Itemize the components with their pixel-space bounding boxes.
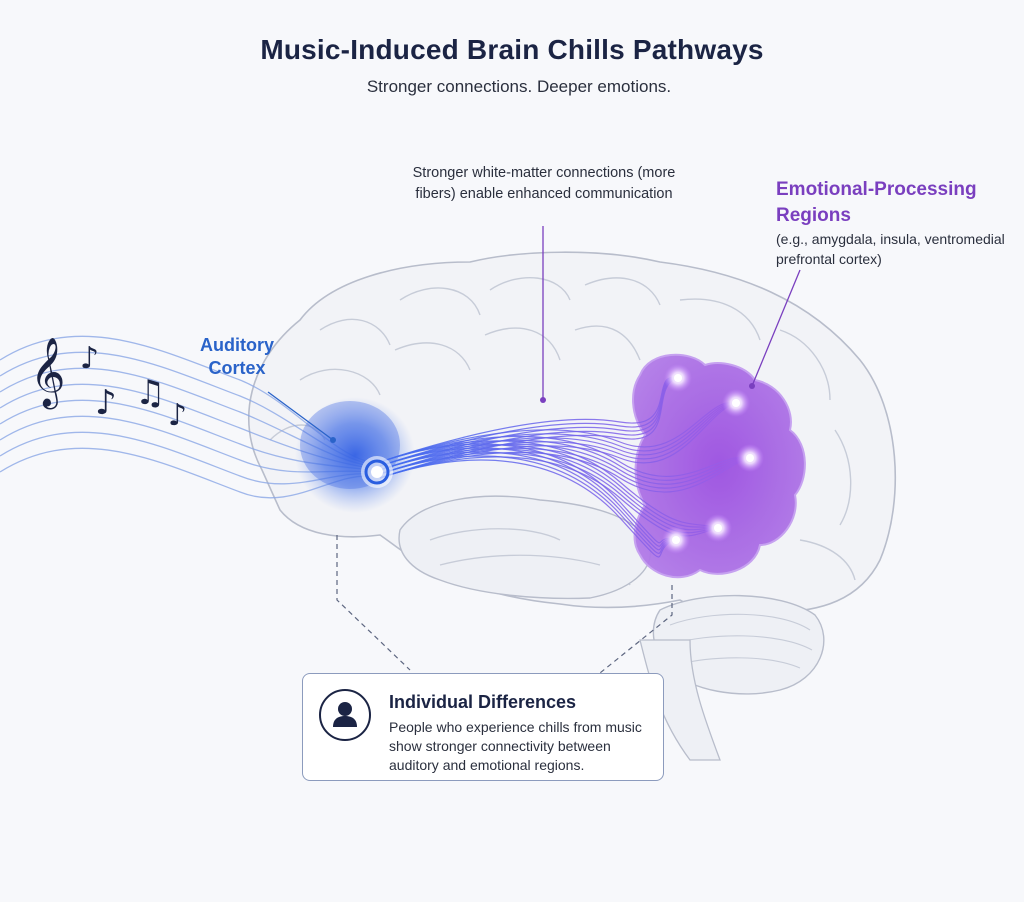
emotional-node	[732, 399, 740, 407]
fiber-line	[379, 455, 677, 554]
fiber-line	[379, 402, 737, 479]
fiber-line	[379, 443, 751, 485]
fiber-line	[379, 376, 679, 463]
fiber-line	[379, 443, 677, 544]
fiber-line	[379, 401, 737, 463]
music-note-icon: ♪	[95, 383, 117, 423]
emotional-node	[672, 536, 680, 544]
music-note-icon: ♫	[135, 373, 165, 413]
auditory-cortex-label: Auditory Cortex	[200, 335, 274, 378]
page-subtitle: Stronger connections. Deeper emotions.	[366, 77, 672, 96]
brain-cerebellum	[639, 594, 825, 761]
fiber-line	[379, 444, 719, 529]
fiber-line	[379, 402, 737, 471]
emotional-node	[746, 454, 754, 462]
auditory-cortex-region	[295, 397, 415, 513]
fiber-line	[379, 402, 737, 475]
white-matter-fibers	[379, 376, 751, 558]
individual-differences-card: Individual Differences People who experi…	[302, 673, 664, 781]
page-title: Music-Induced Brain Chills Pathways	[260, 34, 764, 65]
emotional-node	[714, 524, 722, 532]
leader-lines	[267, 226, 801, 443]
fiber-line	[379, 435, 751, 477]
person-icon	[319, 689, 371, 741]
music-note-icon: ♪	[80, 341, 99, 376]
treble-clef-icon: 𝄞	[30, 337, 65, 409]
fiber-line	[379, 447, 751, 489]
fiber-line	[379, 451, 677, 551]
music-note-icon: ♪	[168, 398, 187, 433]
info-card-title: Individual Differences	[389, 692, 577, 712]
white-matter-label: Stronger white-matter connections (more …	[412, 165, 676, 202]
fiber-line	[379, 439, 751, 481]
info-card-connectors	[336, 535, 673, 674]
fiber-line	[379, 459, 677, 558]
emotional-regions-label: Emotional-Processing Regions	[776, 179, 977, 226]
fiber-line	[379, 447, 677, 547]
info-card-body: People who experience chills from music …	[389, 719, 642, 773]
emotional-node	[674, 374, 682, 382]
emotional-nodes	[662, 364, 764, 554]
emotional-regions-examples: (e.g., amygdala, insula, ventromedial pr…	[776, 231, 1005, 267]
music-notes: 𝄞 ♪ ♪ ♫ ♪	[30, 337, 187, 433]
fiber-line	[379, 452, 719, 534]
fiber-line	[379, 448, 719, 531]
fiber-line	[379, 440, 719, 529]
fiber-line	[379, 402, 737, 467]
auditory-node	[361, 456, 393, 488]
fiber-line	[379, 451, 751, 493]
